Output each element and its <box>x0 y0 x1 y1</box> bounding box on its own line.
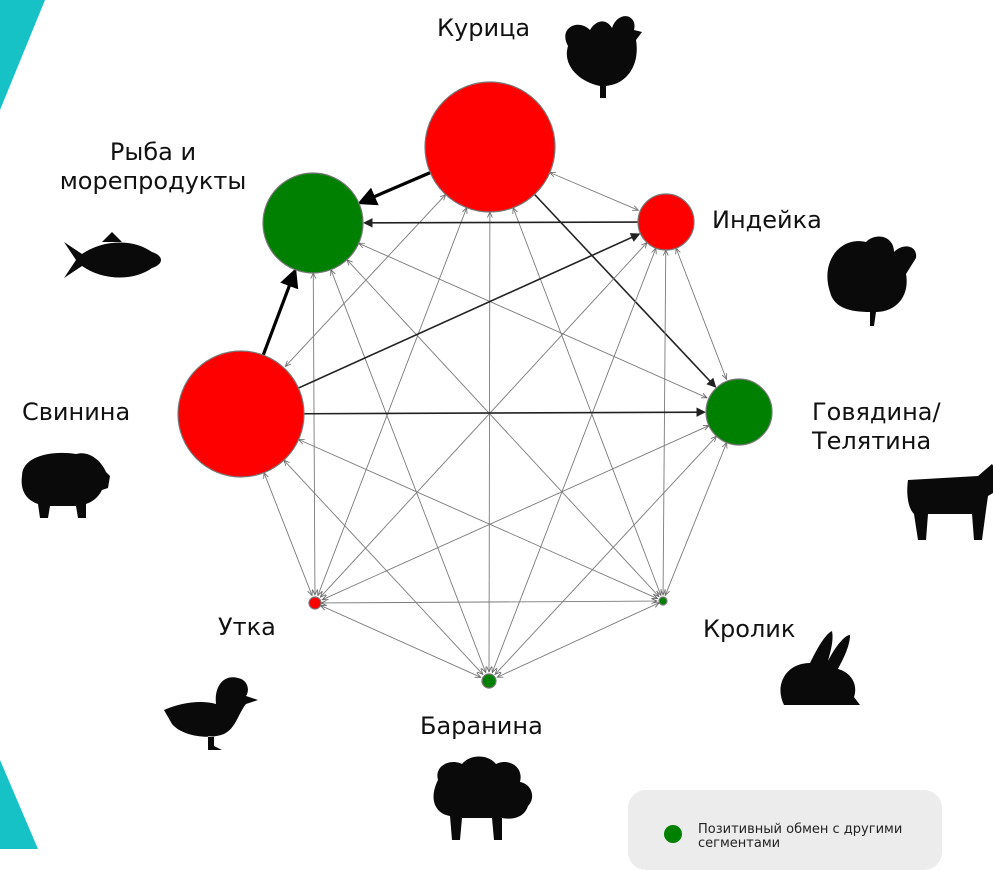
node-beef <box>705 378 773 446</box>
edge-chicken-duck <box>318 208 467 596</box>
legend-positive-text: Позитивный обмен с другими сегментами <box>698 822 903 852</box>
node-label-lamb: Баранина <box>420 712 543 740</box>
node-pork <box>177 350 305 478</box>
rabbit-icon <box>780 631 860 705</box>
edge-chicken-rabbit <box>513 208 661 596</box>
node-label-turkey: Индейка <box>712 206 822 234</box>
edge-chicken-fish <box>357 171 431 206</box>
node-label-pork: Свинина <box>22 398 131 426</box>
node-label-beef-line2: Телятина <box>812 426 932 455</box>
node-rabbit <box>658 596 668 606</box>
sheep-icon <box>433 756 533 840</box>
edge-duck-lamb <box>320 605 480 677</box>
edge-turkey-rabbit <box>663 250 666 595</box>
edge-pork-beef <box>303 407 706 417</box>
edges-layer <box>261 171 726 678</box>
edge-turkey-beef <box>676 248 726 379</box>
node-label-fish-line2: морепродукты <box>59 166 247 195</box>
turkey-icon <box>827 236 917 326</box>
edge-chicken-turkey <box>550 172 639 210</box>
cow-icon <box>907 464 993 540</box>
flow-network <box>21 16 993 840</box>
edge-fish-lamb <box>331 270 486 673</box>
node-turkey <box>637 193 695 251</box>
accent-top-left <box>0 0 45 110</box>
nodes-layer <box>177 81 773 689</box>
accent-bottom-left <box>0 760 38 849</box>
edge-pork-fish <box>261 268 299 356</box>
node-label-fish: Рыба и морепродукты <box>48 138 258 196</box>
fish-icon <box>64 232 161 278</box>
node-lamb <box>481 673 497 689</box>
duck-icon <box>164 677 258 750</box>
node-chicken <box>424 81 556 213</box>
legend-positive-dot <box>664 825 682 843</box>
node-label-chicken: Курица <box>437 14 531 42</box>
node-label-beef: Говядина/ Телятина <box>812 398 941 456</box>
node-label-rabbit: Кролик <box>703 615 796 643</box>
edge-rabbit-lamb <box>497 603 659 678</box>
edge-pork-rabbit <box>299 440 658 599</box>
node-duck <box>308 596 322 610</box>
edge-fish-rabbit <box>347 260 659 597</box>
edge-chicken-lamb <box>489 212 490 672</box>
edge-turkey-fish <box>363 218 639 228</box>
edge-fish-beef <box>359 243 707 398</box>
edge-duck-rabbit <box>321 601 657 603</box>
edge-pork-duck <box>264 473 312 596</box>
node-label-beef-line1: Говядина/ <box>812 398 941 426</box>
legend-panel: Позитивный обмен с другими сегментами <box>628 790 942 870</box>
edge-beef-duck <box>322 426 709 600</box>
icons-layer <box>21 16 993 840</box>
edge-pork-lamb <box>284 460 483 674</box>
accent-shapes <box>0 0 45 849</box>
edge-beef-rabbit <box>665 443 726 596</box>
edge-turkey-duck <box>320 243 647 598</box>
pig-icon <box>21 452 110 518</box>
node-label-fish-line1: Рыба и <box>109 138 197 166</box>
node-fish <box>262 172 364 274</box>
edge-fish-duck <box>313 273 315 595</box>
chicken-icon <box>565 16 642 98</box>
node-label-duck: Утка <box>218 613 276 641</box>
